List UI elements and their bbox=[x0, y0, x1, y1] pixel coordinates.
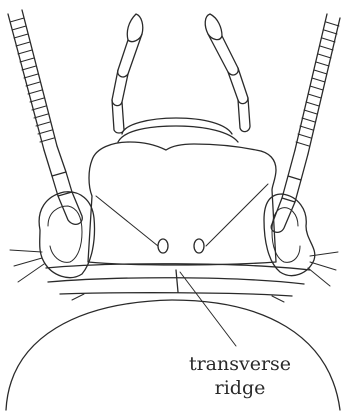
right-bristles bbox=[308, 252, 338, 286]
right-antenna bbox=[271, 14, 340, 232]
right-palp bbox=[205, 14, 250, 132]
label-transverse: transverse bbox=[189, 353, 291, 375]
left-palp bbox=[112, 14, 143, 133]
mandibles bbox=[118, 118, 238, 142]
label-ridge: ridge bbox=[215, 377, 266, 399]
label-leader-line bbox=[180, 272, 236, 346]
left-bristles bbox=[10, 250, 44, 282]
head-capsule bbox=[88, 142, 276, 265]
right-eye bbox=[264, 194, 315, 276]
